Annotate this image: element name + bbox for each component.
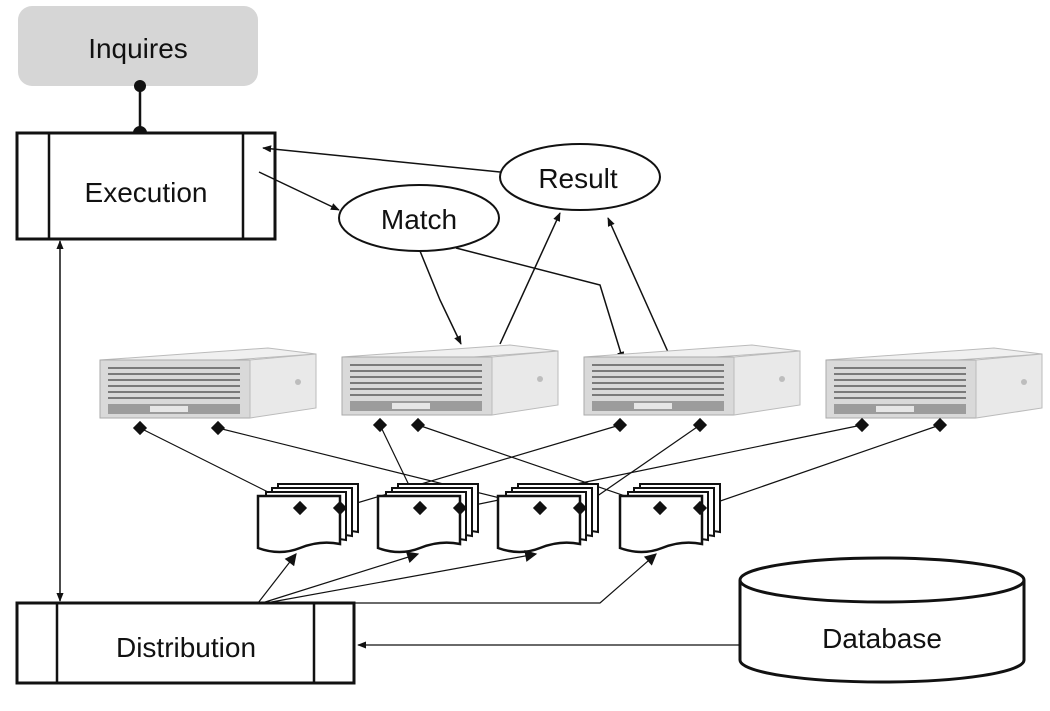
server-1 xyxy=(99,347,317,419)
result-label: Result xyxy=(538,163,618,194)
execution-to-match-arrow xyxy=(258,171,340,211)
document-stacks xyxy=(256,482,722,554)
distribution-document-arrows xyxy=(257,550,657,604)
inquires-execution-connector xyxy=(133,80,147,140)
execution-node: Execution xyxy=(15,131,277,241)
distribution-node: Distribution xyxy=(15,601,356,685)
inquires-label: Inquires xyxy=(88,33,188,64)
database-label: Database xyxy=(822,623,942,654)
match-to-server3-arrow xyxy=(455,247,625,361)
execution-label: Execution xyxy=(85,177,208,208)
connection-diamonds xyxy=(132,417,948,516)
doc-stack-3 xyxy=(496,482,600,554)
result-node: Result xyxy=(499,143,661,211)
database-node: Database xyxy=(738,556,1026,684)
match-to-server2-arrow xyxy=(419,250,462,345)
server2-to-result-arrow xyxy=(499,212,561,345)
servers xyxy=(99,344,1043,419)
server-3 xyxy=(583,344,801,416)
distribution-label: Distribution xyxy=(116,632,256,663)
match-label: Match xyxy=(381,204,457,235)
server-2 xyxy=(341,344,559,416)
result-to-execution-arrow xyxy=(262,145,501,173)
server-4 xyxy=(825,347,1043,419)
server3-to-result-arrow xyxy=(607,217,669,353)
top-arrows xyxy=(258,145,669,361)
inquires-node: Inquires xyxy=(18,6,258,86)
doc-stack-4 xyxy=(618,482,722,554)
doc-stack-2 xyxy=(376,482,480,554)
match-node: Match xyxy=(338,184,500,252)
doc-stack-1 xyxy=(256,482,360,554)
